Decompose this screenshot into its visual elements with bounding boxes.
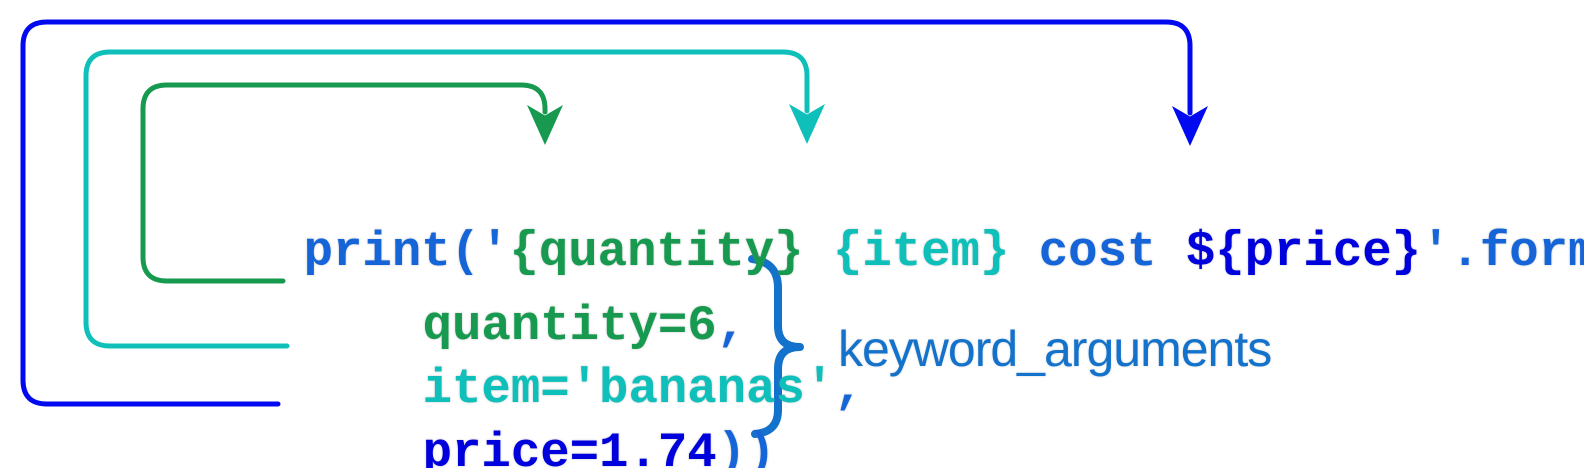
keyword-arguments-label: keyword_arguments [838, 321, 1272, 377]
code-line-format-call: print('{quantity} {item} cost ${price}'.… [186, 179, 1584, 326]
quantity-arrow [140, 82, 563, 284]
price-arrow [20, 19, 1208, 407]
code-comma: , [716, 298, 747, 354]
code-line-price-argument: price=1.74)) [305, 380, 776, 468]
item-arrowhead-icon [789, 104, 825, 144]
code-line-quantity-argument: quantity=6, [305, 253, 746, 400]
code-print-open: print(' [303, 224, 510, 280]
code-comma: , [834, 361, 864, 417]
code-item-placeholder: {item} [832, 224, 1010, 280]
grouping-brace [748, 255, 804, 438]
code-close-format: '.format( [1421, 224, 1584, 280]
item-arrow [83, 49, 825, 349]
code-quantity-placeholder: {quantity} [509, 224, 804, 280]
code-item-argument: item='bananas' [422, 361, 835, 417]
price-arrowhead-icon [1172, 106, 1208, 146]
code-price-argument: price=1.74 [422, 425, 717, 468]
price-arrow-line [20, 19, 1193, 407]
code-line-item-argument: item='bananas', [305, 316, 864, 463]
code-close-parens: )) [716, 425, 776, 468]
quantity-arrow-line [140, 82, 548, 284]
quantity-arrowhead-icon [527, 105, 563, 145]
item-arrow-line [83, 49, 810, 349]
code-price-placeholder: ${price} [1185, 224, 1422, 280]
code-cost-literal: cost [1009, 224, 1186, 280]
code-space [804, 224, 833, 280]
code-quantity-argument: quantity=6 [422, 298, 717, 354]
